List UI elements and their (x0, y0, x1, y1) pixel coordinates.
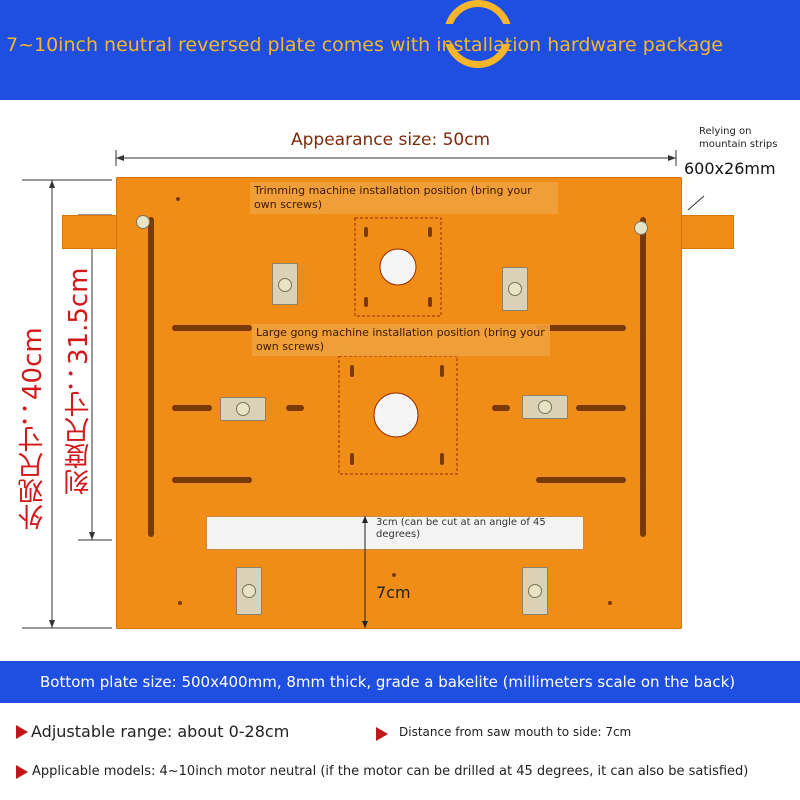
wing-nut-icon[interactable] (538, 400, 552, 414)
clamp-bottom-left[interactable] (236, 567, 262, 615)
wing-nut-icon[interactable] (528, 584, 542, 598)
appearance-size-label: Appearance size: 50cm (291, 130, 491, 150)
wing-nut-icon[interactable] (236, 402, 250, 416)
clamp-bottom-right[interactable] (522, 567, 548, 615)
hole (392, 573, 396, 577)
saw-mouth-text: Distance from saw mouth to side: 7cm (399, 725, 632, 739)
wing-screw-icon[interactable] (634, 221, 648, 235)
saw-distance-label: 7cm (376, 583, 411, 602)
slot (172, 405, 212, 411)
saw-cutout (206, 516, 584, 550)
wing-nut-icon[interactable] (508, 282, 522, 296)
clamp-top-left[interactable] (272, 263, 298, 305)
outer-size-label: 外观尺寸：40cm (18, 327, 48, 530)
slot (536, 325, 626, 331)
top-banner: 7~10inch neutral reversed plate comes wi… (0, 0, 800, 100)
gong-mount (338, 355, 458, 475)
slot (286, 405, 304, 411)
relying-strip-label: Relying on mountain strips (699, 126, 778, 150)
adjustable-range-text: Adjustable range: about 0-28cm (31, 722, 290, 741)
hole (176, 197, 180, 201)
bullet-icon (16, 765, 28, 779)
left-mounting-strip (62, 215, 120, 249)
plate-spec-text: Bottom plate size: 500x400mm, 8mm thick,… (40, 673, 736, 691)
slot (536, 477, 626, 483)
spec-band: Bottom plate size: 500x400mm, 8mm thick,… (0, 661, 800, 703)
saw-distance-line (362, 516, 368, 628)
clamp-mid-left[interactable] (220, 397, 266, 421)
applicable-models-text: Applicable models: 4~10inch motor neutra… (32, 764, 749, 779)
scale-size-label: 刻度尺寸：31.5cm (64, 267, 94, 495)
hole (178, 601, 182, 605)
left-scale-slot (148, 217, 154, 537)
wing-screw-icon[interactable] (136, 215, 150, 229)
slot (576, 405, 626, 411)
bullet-icon (376, 727, 388, 741)
cut-depth-note: 3cm (can be cut at an angle of 45 degree… (376, 517, 546, 540)
wing-nut-icon[interactable] (278, 278, 292, 292)
logo-icon (443, 0, 513, 68)
slot (172, 477, 252, 483)
strip-size-label: 600x26mm (684, 159, 776, 178)
hole (608, 601, 612, 605)
trimming-mount (354, 217, 442, 317)
reversed-plate (116, 177, 682, 629)
bullet-icon (16, 725, 28, 739)
clamp-top-right[interactable] (502, 267, 528, 311)
slot (172, 325, 252, 331)
page-title: 7~10inch neutral reversed plate comes wi… (6, 34, 723, 56)
right-mounting-strip (680, 215, 734, 249)
slot (492, 405, 510, 411)
gong-note: Large gong machine installation position… (252, 324, 550, 356)
wing-nut-icon[interactable] (242, 584, 256, 598)
trimming-note: Trimming machine installation position (… (250, 182, 558, 214)
clamp-mid-right[interactable] (522, 395, 568, 419)
right-scale-slot (640, 217, 646, 537)
